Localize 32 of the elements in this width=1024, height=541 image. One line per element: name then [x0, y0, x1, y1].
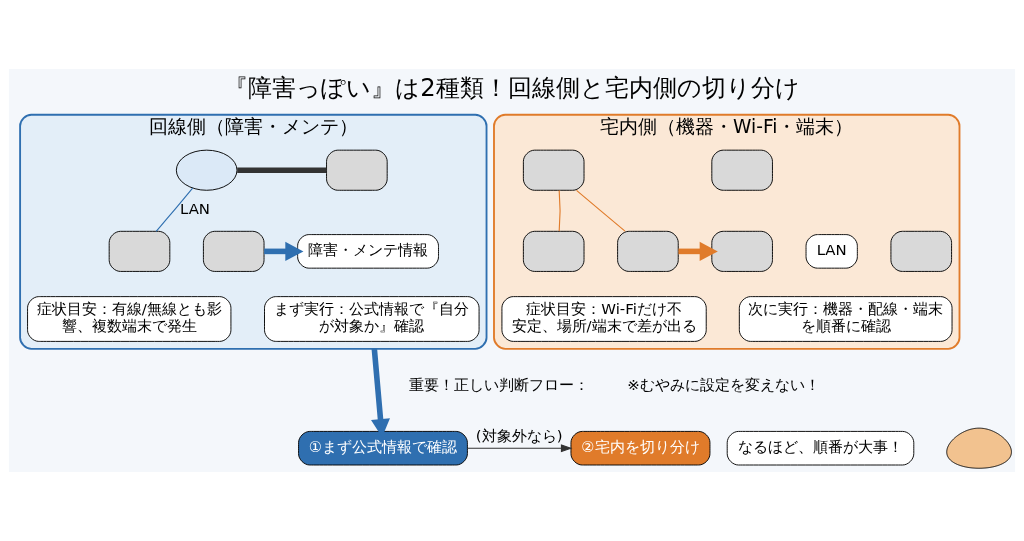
- node-box: [326, 149, 388, 191]
- node-box: ②宅内を切り分け: [570, 430, 711, 466]
- edge-label: (対象外なら): [475, 426, 563, 445]
- node-box: 次に実行：機器・配線・端末を順番に確認: [738, 296, 953, 342]
- node-box: ①まず公式情報で確認: [298, 430, 468, 466]
- node-box: 障害・メンテ情報: [297, 234, 439, 269]
- label: 重要！正しい判断フロー：: [408, 375, 589, 394]
- edge-label: LAN: [180, 200, 211, 219]
- connector: [558, 189, 561, 232]
- arrow: [678, 241, 718, 261]
- node-box: なるほど、順番が大事！: [726, 430, 915, 466]
- node-box: [202, 230, 265, 272]
- label: ※むやみに設定を変えない！: [627, 375, 820, 394]
- connector: [155, 187, 194, 232]
- node-box: [617, 230, 679, 272]
- arrow: [467, 444, 573, 453]
- node-box: まず実行：公式情報で『自分が対象か』確認: [264, 296, 480, 342]
- connector: [237, 167, 327, 173]
- node-box: [890, 230, 953, 272]
- arrow: [264, 241, 304, 261]
- node-box: 症状目安：Wi-Fiだけ不安定、場所/端末で差が出る: [501, 296, 707, 342]
- node-cloud: [175, 149, 238, 191]
- node-box: [522, 149, 585, 191]
- node-box: [711, 230, 773, 272]
- node-person: [946, 427, 1012, 469]
- node-box: 症状目安：有線/無線とも影響、複数端末で発生: [27, 296, 232, 342]
- diagram-title: 『障害っぽい』は2種類！回線側と宅内側の切り分け: [224, 72, 800, 102]
- node-box: [522, 230, 585, 272]
- node-box: LAN: [805, 234, 858, 269]
- node-box: [711, 149, 773, 191]
- connector: [575, 189, 626, 232]
- node-box: [108, 230, 171, 272]
